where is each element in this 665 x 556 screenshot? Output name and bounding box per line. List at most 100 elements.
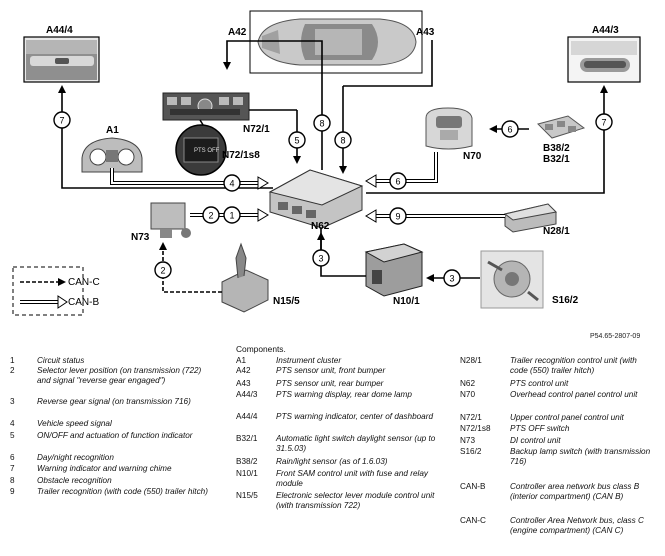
component-row: A1 Instrument cluster [236, 356, 436, 366]
circle-9 [389, 207, 407, 225]
circle-7-left [53, 111, 71, 129]
vehicle-image [249, 10, 423, 74]
component-text: Front SAM control unit with fuse and rel… [276, 469, 428, 488]
figure-reference: P54.65-2807-09 [590, 333, 641, 340]
component-code: N10/1 [236, 469, 258, 478]
circle-6-sensor [501, 120, 519, 138]
label-can-b: CAN-B [68, 297, 100, 308]
circle-2-n73 [202, 206, 220, 224]
label-b38-2: B38/2 [543, 143, 570, 154]
label-b32-1: B32/1 [543, 154, 570, 165]
component-text: PTS warning indicator, center of dashboa… [276, 412, 434, 421]
label-a44-3: A44/3 [592, 25, 619, 36]
component-code: CAN-C [460, 516, 486, 525]
label-n70: N70 [463, 151, 482, 162]
legend-num: 8 [10, 476, 15, 485]
pts-off-switch-image [175, 119, 227, 176]
component-code: N70 [460, 390, 476, 399]
component-text: Electronic selector lever module control… [276, 491, 435, 510]
legend-text: Obstacle recognition [37, 476, 112, 485]
label-a43: A43 [416, 27, 435, 38]
label-n72-1s8: N72/1s8 [222, 150, 260, 161]
component-code: B38/2 [236, 457, 258, 466]
component-code: A1 [236, 356, 247, 365]
upper-control-panel-image [162, 92, 250, 121]
legend-text: Reverse gear signal (on transmission 716… [37, 397, 191, 406]
component-text: PTS OFF switch [510, 424, 570, 433]
circle-number: 5 [294, 136, 299, 146]
component-text: Overhead control panel control unit [510, 390, 638, 399]
system-diagram: PTS OFF [12, 10, 641, 316]
component-code: N15/5 [236, 491, 258, 500]
legend-row: 2 Selector lever position (on transmissio… [10, 366, 212, 385]
circle-3-sam [312, 249, 330, 267]
legend-num: 9 [10, 487, 15, 496]
component-row: A43 PTS sensor unit, rear bumper [236, 379, 436, 389]
circle-number: 7 [601, 118, 606, 128]
front-sam-image [364, 243, 424, 297]
component-text: Controller Area Network bus, class C (en… [510, 516, 644, 535]
overhead-control-panel-image [425, 107, 473, 150]
component-text: Instrument cluster [276, 356, 342, 365]
circle-number: 4 [229, 179, 234, 189]
legend-row: 8 Obstacle recognition [10, 476, 212, 486]
legend-num: 4 [10, 419, 15, 428]
component-text: Rain/light sensor (as of 1.6.03) [276, 457, 388, 466]
circle-5 [288, 131, 306, 149]
circle-number: 2 [160, 266, 165, 276]
component-code: S16/2 [460, 447, 482, 456]
legend-text: ON/OFF and actuation of function indicat… [37, 431, 193, 440]
circle-8-a43 [334, 131, 352, 149]
a44-4-indicator [23, 36, 100, 83]
circle-number: 8 [340, 136, 345, 146]
component-code: A43 [236, 379, 251, 388]
rain-light-sensor-image [537, 115, 586, 139]
component-text: Upper control panel control unit [510, 413, 624, 422]
component-text: PTS sensor unit, rear bumper [276, 379, 384, 388]
circle-numbers: 7 7 8 8 5 6 4 6 2 1 9 3 3 2 [59, 116, 606, 284]
circle-2-selector [154, 261, 172, 279]
component-code: N28/1 [460, 356, 482, 365]
bus-legend-box [12, 266, 84, 316]
component-text: DI control unit [510, 436, 561, 445]
component-code: CAN-B [460, 482, 486, 491]
circle-number: 2 [208, 211, 213, 221]
label-n10-1: N10/1 [393, 296, 420, 307]
label-n73: N73 [131, 232, 150, 243]
legend-text: Warning indicator and warning chime [37, 464, 172, 473]
label-can-c: CAN-C [68, 277, 100, 288]
legend-num: 6 [10, 453, 15, 462]
circle-number: 1 [229, 211, 234, 221]
legend-text: Selector lever position (on transmission… [37, 366, 202, 385]
circle-number: 3 [318, 254, 323, 264]
backup-lamp-switch-image [480, 250, 544, 309]
a44-3-display [567, 36, 641, 83]
legend-text: Day/night recognition [37, 453, 114, 462]
component-text: PTS sensor unit, front bumper [276, 366, 386, 375]
legend-text: Circuit status [37, 356, 85, 365]
label-n72-1: N72/1 [243, 124, 270, 135]
di-control-unit-image [150, 202, 191, 238]
pts-control-unit-image [268, 169, 364, 229]
circle-6-panel [389, 172, 407, 190]
label-n15-5: N15/5 [273, 296, 300, 307]
label-n28-1: N28/1 [543, 226, 570, 237]
legend-num: 2 [10, 366, 15, 375]
component-text: Backup lamp switch (with transmission 71… [510, 447, 651, 466]
circle-number: 9 [395, 212, 400, 222]
label-n62: N62 [311, 221, 330, 232]
component-row: B38/2 Rain/light sensor (as of 1.6.03) [236, 457, 436, 467]
